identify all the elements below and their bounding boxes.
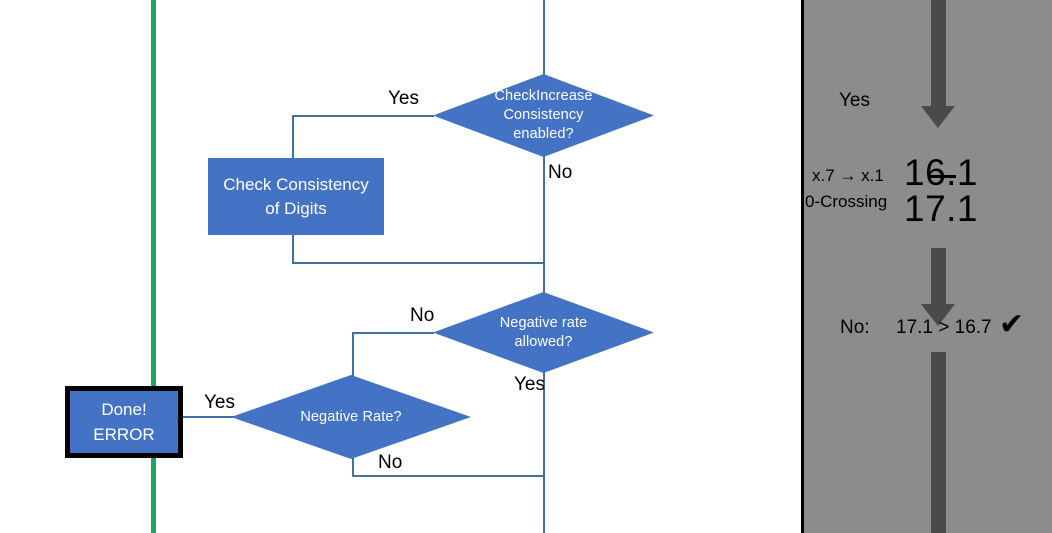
- connector-check-digits-out-v: [292, 235, 294, 263]
- connector-neg-rate-no-h: [352, 475, 544, 477]
- panel-arrow-top-shaft: [931, 0, 946, 106]
- panel-arrow-bottom-shaft: [931, 352, 946, 533]
- panel-check-icon: ✔: [999, 307, 1025, 342]
- decision-check-increase-line1: CheckIncrease: [494, 88, 593, 104]
- panel-arrow-mid-shaft: [931, 248, 946, 304]
- decision-check-increase-consistency[interactable]: CheckIncrease Consistency enabled?: [433, 74, 654, 157]
- process-check-digits-line1: Check Consistency: [223, 174, 369, 194]
- panel-yes-label: Yes: [839, 90, 870, 111]
- edge-label-neg-rate-no: No: [378, 452, 403, 473]
- panel-rounding-note: x.7 → x.1: [812, 166, 884, 185]
- terminator-done-error-label: Done! ERROR: [93, 397, 154, 447]
- terminator-done-line1: Done!: [101, 400, 147, 419]
- connector-neg-rate-yes: [174, 416, 234, 418]
- panel-comparison: 17.1 > 16.7: [896, 317, 992, 338]
- connector-check-increase-no: [543, 155, 545, 295]
- decision-neg-allowed-line2: allowed?: [514, 333, 573, 350]
- panel-value-result: 17.1: [904, 188, 979, 229]
- edge-label-check-increase-yes: Yes: [388, 88, 419, 109]
- panel-value-struck: 16.1: [904, 152, 979, 193]
- connector-neg-allowed-no-h: [352, 332, 434, 334]
- decision-neg-allowed-label: Negative rate allowed?: [500, 314, 588, 352]
- decision-check-increase-label: CheckIncrease Consistency enabled?: [494, 87, 592, 144]
- process-check-digits-line2: of Digits: [265, 198, 327, 218]
- panel-value-strikethrough: [928, 175, 956, 178]
- edge-label-neg-rate-yes: Yes: [204, 392, 235, 413]
- panel-zero-crossing-note: 0-Crossing: [805, 192, 888, 211]
- edge-label-neg-allowed-yes: Yes: [514, 374, 545, 395]
- terminator-done-line2: ERROR: [93, 425, 155, 444]
- edge-label-neg-allowed-no: No: [410, 305, 435, 326]
- connector-check-increase-yes-v: [292, 115, 294, 158]
- panel-arrow-top-head: [921, 106, 955, 128]
- green-divider-line: [151, 0, 156, 533]
- terminator-done-error[interactable]: Done! ERROR: [65, 386, 183, 458]
- edge-label-check-increase-no: No: [548, 162, 573, 183]
- process-check-digits-label: Check Consistency of Digits: [223, 173, 369, 221]
- panel-arrow-mid-head: [921, 304, 955, 326]
- connector-neg-allowed-yes: [543, 371, 545, 476]
- panel-no-label: No:: [840, 317, 870, 338]
- annotation-panel: Yes x.7 → x.1 0-Crossing 16.1 17.1 No: 1…: [801, 0, 1052, 533]
- decision-negative-rate[interactable]: Negative Rate?: [231, 375, 471, 459]
- decision-neg-allowed-line1: Negative rate: [499, 314, 588, 331]
- decision-negative-rate-allowed[interactable]: Negative rate allowed?: [433, 292, 654, 373]
- connector-check-digits-out-h: [292, 262, 544, 264]
- process-check-consistency-of-digits[interactable]: Check Consistency of Digits: [208, 158, 384, 235]
- connector-trunk-bottom: [543, 475, 545, 533]
- decision-check-increase-line3: enabled?: [513, 126, 574, 142]
- connector-check-increase-yes-h: [292, 115, 434, 117]
- connector-trunk-top: [543, 0, 545, 78]
- decision-check-increase-line2: Consistency: [503, 107, 584, 123]
- connector-neg-rate-no-v: [352, 458, 354, 476]
- connector-neg-allowed-no-v: [352, 332, 354, 379]
- decision-negative-rate-label: Negative Rate?: [300, 408, 402, 425]
